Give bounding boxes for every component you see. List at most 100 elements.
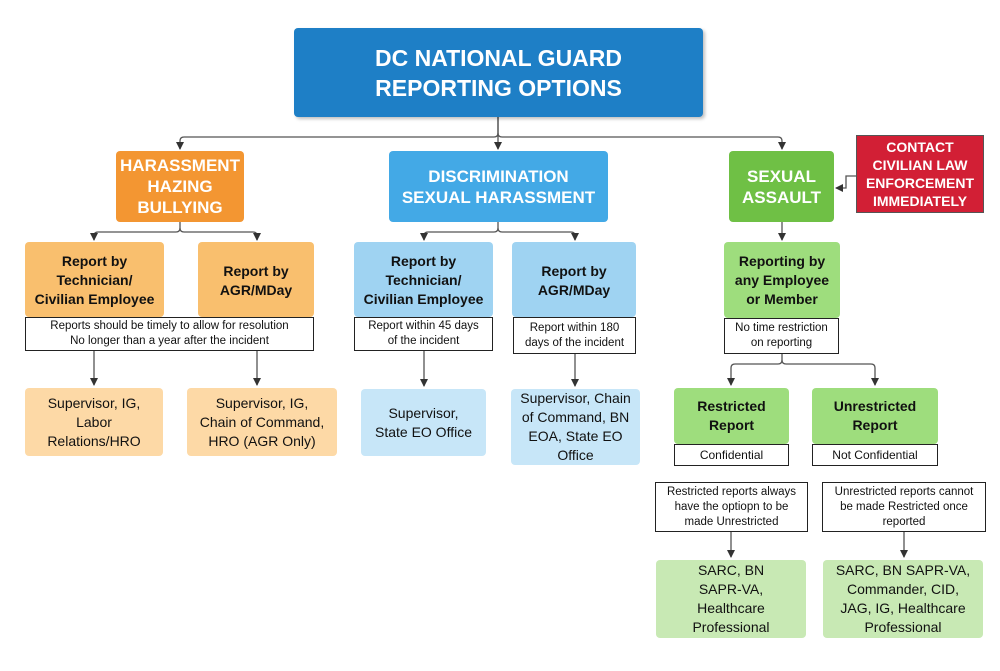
contact-line-3: ENFORCEMENT bbox=[865, 175, 975, 191]
harassment-agr-line-2: AGR/MDay bbox=[219, 282, 293, 298]
category-harassment-line-3: BULLYING bbox=[137, 198, 223, 217]
restricted-result-line-3: Healthcare bbox=[697, 600, 765, 616]
discrimination-agr-note: Report within 180 days of the incident bbox=[513, 317, 636, 354]
harassment-note-line-1: Reports should be timely to allow for re… bbox=[50, 320, 289, 332]
connector-title-harassment bbox=[176, 117, 499, 150]
restricted-line-2: Report bbox=[708, 417, 755, 433]
unrestricted-note: Unrestricted reports cannot be made Rest… bbox=[822, 482, 986, 532]
connector-discrimination-tech bbox=[420, 222, 499, 241]
connector-assault-restricted bbox=[727, 354, 783, 386]
harassment-tech-line-2: Technician/ bbox=[56, 272, 133, 288]
discrimination-agr-result-line-4: Office bbox=[557, 447, 594, 463]
unrestricted-result-line-4: Professional bbox=[864, 619, 942, 635]
discrimination-agr-result-line-3: EOA, State EO bbox=[528, 428, 623, 444]
assault-note-line-1: No time restriction bbox=[735, 322, 828, 334]
harassment-tech-result-line-3: Relations/HRO bbox=[47, 432, 141, 449]
harassment-tech-line-1: Report by bbox=[61, 253, 128, 269]
unrestricted-note-line-1: Unrestricted reports cannot bbox=[834, 485, 974, 498]
chart-title: DC NATIONAL GUARD REPORTING OPTIONS bbox=[294, 28, 703, 117]
discrimination-tech-result-line-2: State EO Office bbox=[374, 423, 472, 440]
category-assault-line-1: SEXUAL bbox=[747, 166, 816, 186]
harassment-report-agr: Report by AGR/MDay bbox=[198, 242, 314, 317]
unrestricted-result-line-1: SARC, BN SAPR-VA, bbox=[835, 562, 971, 578]
unrestricted-not-confidential-label: Not Confidential bbox=[812, 444, 938, 466]
connector-assault-unrestricted bbox=[781, 359, 879, 386]
discrimination-agr-note-line-2: days of the incident bbox=[524, 336, 625, 349]
discrimination-tech-note-line-1: Report within 45 days bbox=[368, 320, 479, 332]
unrestricted-line-2: Report bbox=[852, 417, 898, 433]
discrimination-tech-result-line-1: Supervisor, bbox=[388, 404, 459, 421]
category-discrimination-line-1: DISCRIMINATION bbox=[428, 166, 569, 186]
discrimination-tech-note: Report within 45 days of the incident bbox=[354, 317, 493, 351]
category-harassment: HARASSMENT HAZING BULLYING bbox=[116, 151, 244, 222]
harassment-timeliness-note: Reports should be timely to allow for re… bbox=[25, 317, 314, 351]
title-line-1: DC NATIONAL GUARD bbox=[374, 44, 623, 71]
harassment-agr-line-1: Report by bbox=[223, 263, 289, 279]
discrimination-agr-result: Supervisor, Chain of Command, BN EOA, St… bbox=[511, 389, 640, 465]
restricted-report: Restricted Report bbox=[674, 388, 789, 444]
category-harassment-line-1: HARASSMENT bbox=[120, 156, 240, 175]
restricted-result-line-1: SARC, BN bbox=[697, 562, 765, 578]
assault-reporting-any: Reporting by any Employee or Member bbox=[724, 242, 840, 318]
discrimination-agr-note-line-1: Report within 180 bbox=[529, 321, 620, 334]
harassment-agr-result: Supervisor, IG, Chain of Command, HRO (A… bbox=[187, 388, 337, 456]
contact-law-enforcement: CONTACT CIVILIAN LAW ENFORCEMENT IMMEDIA… bbox=[856, 135, 984, 213]
unrestricted-note-line-3: reported bbox=[882, 515, 926, 528]
unrestricted-note-line-2: be made Restricted once bbox=[840, 500, 968, 513]
harassment-agr-result-line-1: Supervisor, IG, bbox=[215, 394, 309, 411]
category-assault-line-2: ASSAULT bbox=[741, 187, 821, 207]
discrimination-tech-result: Supervisor, State EO Office bbox=[361, 389, 486, 456]
restricted-result-line-4: Professional bbox=[692, 619, 770, 635]
restricted-result-line-2: SAPR-VA, bbox=[698, 581, 764, 597]
discrimination-report-agr: Report by AGR/MDay bbox=[512, 242, 636, 317]
harassment-report-technician: Report by Technician/ Civilian Employee bbox=[25, 242, 164, 317]
restricted-result: SARC, BN SAPR-VA, Healthcare Professiona… bbox=[656, 560, 806, 638]
discrimination-report-technician: Report by Technician/ Civilian Employee bbox=[354, 242, 493, 317]
contact-line-2: CIVILIAN LAW bbox=[872, 157, 968, 173]
restricted-note-line-1: Restricted reports always bbox=[666, 485, 797, 498]
contact-line-4: IMMEDIATELY bbox=[872, 193, 968, 209]
harassment-tech-result-line-2: Labor bbox=[76, 413, 112, 430]
assault-reporting-line-3: or Member bbox=[746, 290, 818, 307]
category-discrimination: DISCRIMINATION SEXUAL HARASSMENT bbox=[389, 151, 608, 222]
discrimination-tech-line-3: Civilian Employee bbox=[363, 291, 484, 307]
restricted-note-line-2: have the optiopn to be bbox=[674, 500, 789, 513]
connector-contact-assault bbox=[835, 175, 856, 192]
contact-line-1: CONTACT bbox=[886, 139, 954, 155]
unrestricted-report: Unrestricted Report bbox=[812, 388, 938, 444]
harassment-tech-line-3: Civilian Employee bbox=[34, 291, 155, 307]
discrimination-tech-note-line-2: of the incident bbox=[387, 335, 460, 347]
restricted-note: Restricted reports always have the optio… bbox=[655, 482, 808, 532]
harassment-tech-result-line-1: Supervisor, IG, bbox=[47, 394, 141, 411]
restricted-line-1: Restricted bbox=[697, 398, 766, 414]
category-sexual-assault: SEXUAL ASSAULT bbox=[729, 151, 834, 222]
unrestricted-result-line-2: Commander, CID, bbox=[846, 581, 960, 597]
assault-reporting-line-1: Reporting by bbox=[738, 252, 826, 269]
category-harassment-line-2: HAZING bbox=[147, 177, 213, 196]
connector-harassment-agr bbox=[179, 227, 261, 241]
restricted-confidential-label: Confidential bbox=[674, 444, 789, 466]
assault-note-line-2: on reporting bbox=[750, 337, 813, 349]
connector-title-assault bbox=[497, 132, 786, 150]
connector-discrimination-agr bbox=[497, 227, 579, 241]
assault-no-time-note: No time restriction on reporting bbox=[724, 318, 839, 354]
connector-harassment-tech bbox=[90, 222, 181, 241]
discrimination-agr-result-line-1: Supervisor, Chain bbox=[520, 390, 631, 406]
category-discrimination-line-2: SEXUAL HARASSMENT bbox=[401, 187, 596, 207]
harassment-agr-result-line-3: HRO (AGR Only) bbox=[208, 432, 316, 449]
unrestricted-result: SARC, BN SAPR-VA, Commander, CID, JAG, I… bbox=[823, 560, 983, 638]
unrestricted-line-1: Unrestricted bbox=[833, 398, 917, 414]
title-line-2: REPORTING OPTIONS bbox=[375, 74, 622, 101]
discrimination-tech-line-2: Technician/ bbox=[385, 272, 462, 288]
discrimination-agr-line-1: Report by bbox=[541, 263, 607, 279]
unrestricted-label-text: Not Confidential bbox=[832, 447, 918, 462]
assault-reporting-line-2: any Employee bbox=[734, 271, 830, 288]
discrimination-agr-result-line-2: of Command, BN bbox=[521, 409, 630, 425]
discrimination-tech-line-1: Report by bbox=[390, 253, 457, 269]
unrestricted-result-line-3: JAG, IG, Healthcare bbox=[840, 600, 966, 616]
harassment-agr-result-line-2: Chain of Command, bbox=[199, 413, 325, 430]
restricted-label-text: Confidential bbox=[699, 447, 764, 462]
harassment-note-line-2: No longer than a year after the incident bbox=[70, 335, 269, 347]
restricted-note-line-3: made Unrestricted bbox=[684, 515, 779, 528]
